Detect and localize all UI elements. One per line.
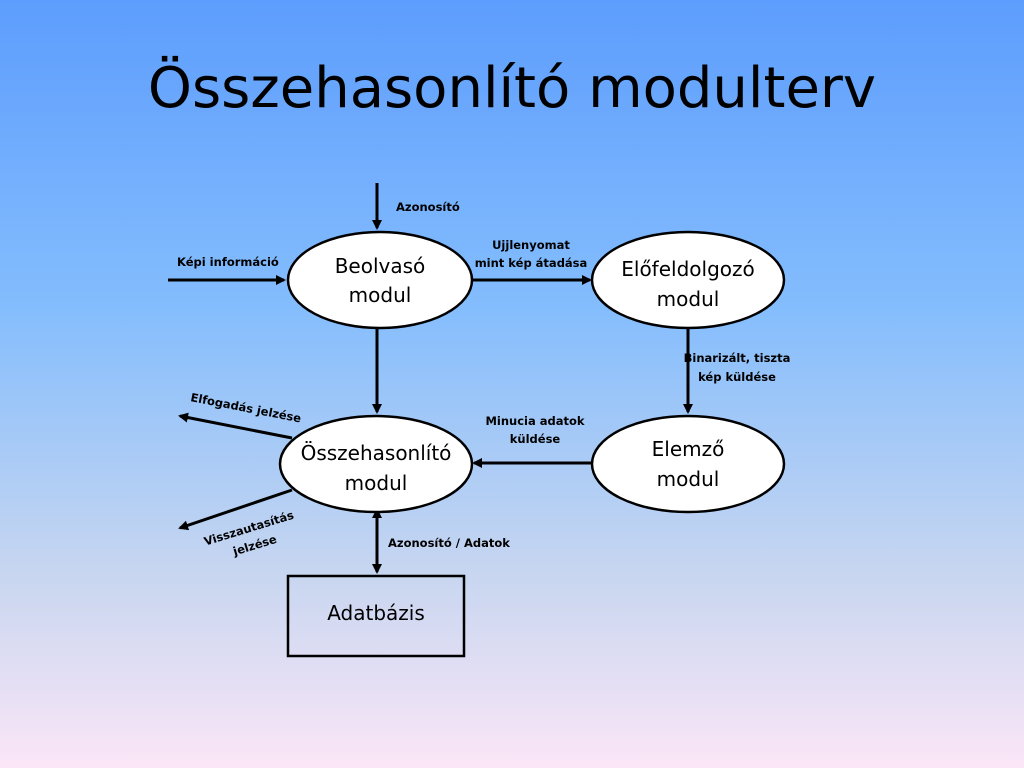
edge-label-azonosito: Azonosító <box>396 200 460 214</box>
slide-title: Összehasonlító modulterv <box>147 56 877 121</box>
edge-label-kepi-informacio: Képi információ <box>177 255 279 269</box>
edge-label-minucia-line2: küldése <box>510 432 561 446</box>
node-osszehasonlito-line1: Összehasonlító <box>301 441 452 465</box>
node-elemzo-line2: modul <box>657 467 720 491</box>
node-elofeldolgozo-modul <box>590 230 786 330</box>
node-elemzo-modul <box>590 414 786 514</box>
edge-label-minucia-line1: Minucia adatok <box>485 414 584 428</box>
node-beolvaso-line2: modul <box>349 283 412 307</box>
node-beolvaso-line1: Beolvasó <box>335 254 426 278</box>
node-elemzo-line1: Elemző <box>652 437 725 461</box>
edge-elfogadas <box>178 412 293 440</box>
node-osszehasonlito-modul <box>278 414 474 514</box>
edge-label-ujjlenyomat-line2: mint kép átadása <box>475 256 588 270</box>
node-elofeldolgozo-line2: modul <box>657 287 720 311</box>
edge-label-binarizalt-line2: kép küldése <box>698 370 776 384</box>
node-elofeldolgozo-line1: Előfeldolgozó <box>621 257 755 281</box>
edge-label-azonosito-adatok: Azonosító / Adatok <box>388 536 510 550</box>
node-osszehasonlito-line2: modul <box>345 471 408 495</box>
edge-label-binarizalt-line1: Binarizált, tiszta <box>684 351 791 365</box>
edge-visszautasitas <box>178 488 293 531</box>
node-beolvaso-modul <box>286 230 474 330</box>
edge-label-ujjlenyomat-line1: Ujjlenyomat <box>492 238 570 252</box>
node-adatbazis-label: Adatbázis <box>327 601 425 625</box>
node-adatbazis <box>286 574 466 658</box>
